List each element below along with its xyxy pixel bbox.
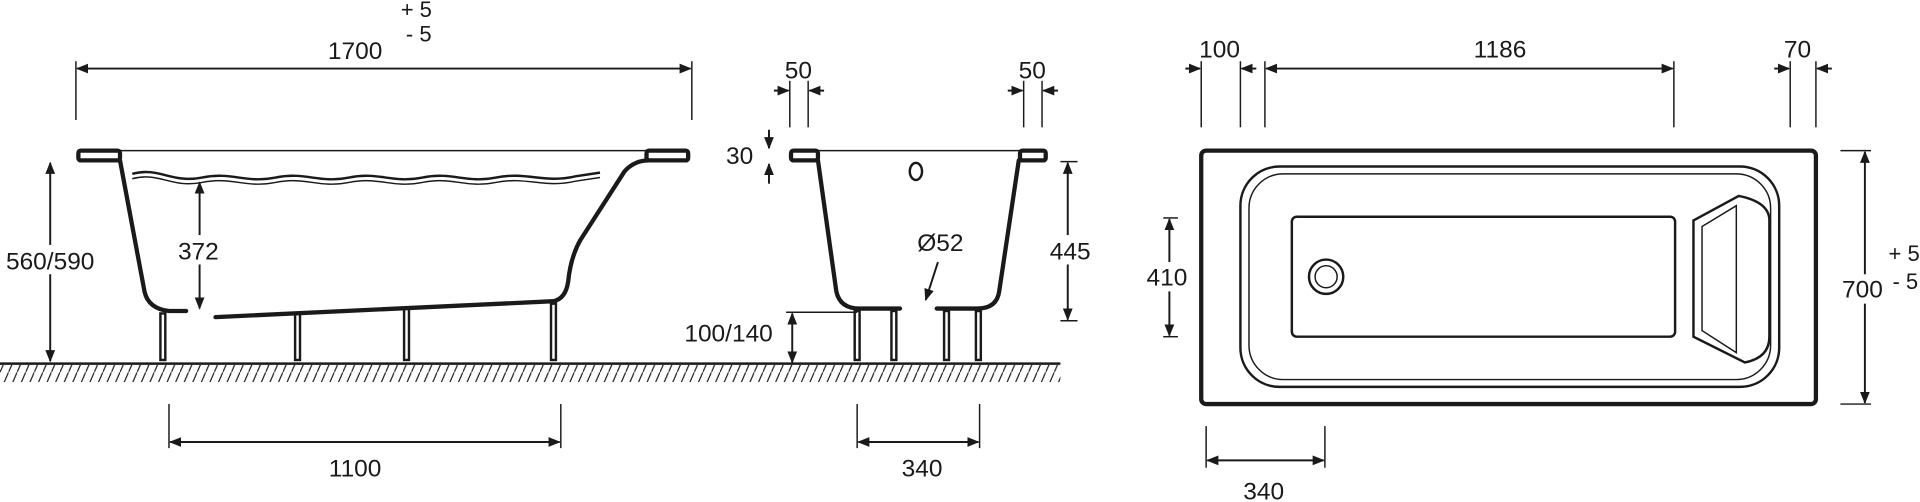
height-label: 560/590	[6, 248, 94, 275]
dimension-plan-length-1186: 1186	[1264, 37, 1675, 128]
plan-outer-rim	[1199, 148, 1819, 407]
end-leg-span-label: 340	[902, 455, 943, 482]
plan-view: 100 1186 70 410 700 + 5 - 5	[1142, 37, 1920, 502]
dimension-rim-thickness-30: 30	[726, 129, 774, 184]
dimension-leg-height-100-140: 100/140	[684, 311, 858, 364]
plan-drain-offset-label: 340	[1243, 479, 1284, 502]
end-view: 50 50 30 445 Ø52 100/140	[684, 57, 1098, 482]
dimension-rim-left-50: 50	[773, 57, 825, 128]
plan-width-tolerance-plus: + 5	[1888, 241, 1919, 266]
leg-height-label: 100/140	[684, 321, 772, 348]
dimension-depth-372: 372	[171, 181, 228, 310]
dimension-leg-span-1100: 1100	[168, 404, 562, 482]
dimension-drain-52: Ø52	[917, 230, 964, 302]
drain-diameter-label: Ø52	[917, 230, 963, 257]
dimension-height-560-590: 560/590	[0, 161, 103, 363]
side-view: 1700 + 5 - 5 560/590 372 1100	[0, 0, 693, 482]
dimension-plan-rim-right-70: 70	[1774, 37, 1832, 128]
side-view-legs	[159, 302, 558, 362]
plan-rim-right-label: 70	[1784, 37, 1811, 64]
plan-floor-width-label: 410	[1147, 264, 1188, 291]
plan-basin-outer	[1239, 165, 1781, 389]
body-height-label: 445	[1050, 239, 1091, 266]
plan-basin-floor	[1290, 215, 1677, 338]
length-label: 1700	[328, 38, 382, 65]
plan-length-label: 1186	[1474, 37, 1527, 64]
plan-rim-left-label: 100	[1199, 37, 1240, 64]
overflow-drain-icon	[908, 161, 924, 182]
side-view-tub-outline	[76, 148, 691, 320]
rim-left-label: 50	[785, 57, 812, 84]
plan-width-label: 700	[1842, 277, 1883, 304]
leg-span-label: 1100	[329, 455, 382, 482]
depth-label: 372	[178, 239, 219, 266]
length-tolerance-minus: - 5	[406, 22, 432, 47]
end-view-tub-outline	[788, 148, 1048, 311]
dimension-rim-right-50: 50	[1007, 57, 1058, 128]
end-view-legs	[853, 309, 983, 362]
dimension-length-1700: 1700 + 5 - 5	[75, 0, 693, 120]
dimension-plan-floor-width-410: 410	[1142, 217, 1197, 338]
plan-drain-icon	[1307, 258, 1345, 296]
rim-thickness-label: 30	[726, 143, 753, 170]
plan-width-tolerance-minus: - 5	[1892, 269, 1918, 294]
plan-backrest	[1692, 194, 1771, 364]
dimension-plan-drain-offset-340: 340	[1205, 426, 1326, 502]
dimension-body-height-445: 445	[1043, 160, 1098, 322]
length-tolerance-plus: + 5	[401, 0, 432, 22]
floor-ground	[0, 362, 1061, 383]
rim-right-label: 50	[1019, 57, 1046, 84]
dimension-plan-rim-left-100: 100	[1185, 37, 1257, 128]
dimension-leg-span-340: 340	[856, 404, 981, 482]
dimension-plan-width-700: 700 + 5 - 5	[1836, 149, 1920, 405]
